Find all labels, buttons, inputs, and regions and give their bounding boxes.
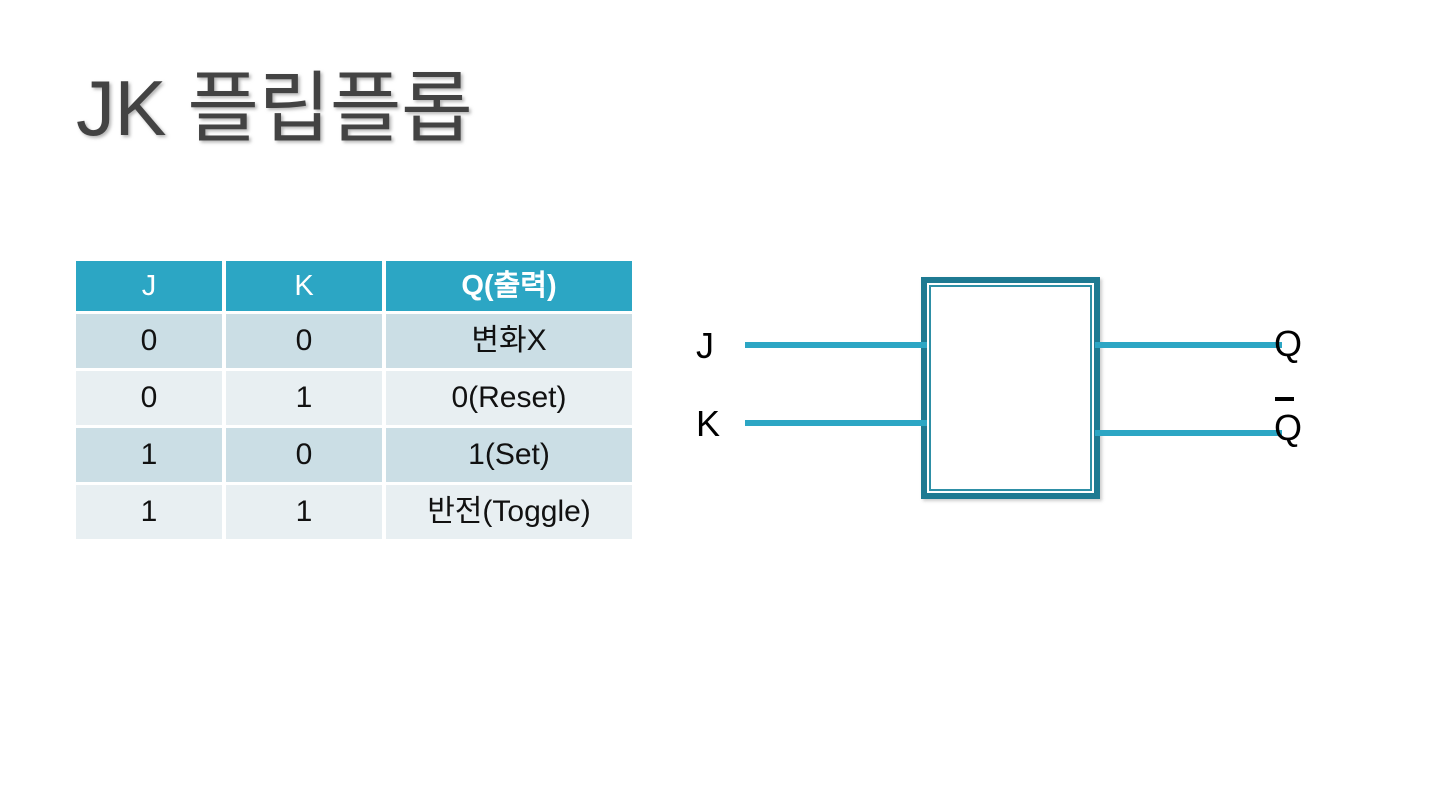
wire-output-q	[1095, 342, 1282, 348]
pin-label-q-bar: Q	[1274, 397, 1303, 448]
cell-k: 0	[226, 428, 382, 482]
overbar-icon	[1275, 397, 1294, 401]
pin-label-k: K	[696, 403, 721, 444]
wire-input-j	[745, 342, 927, 348]
cell-q: 반전(Toggle)	[386, 485, 632, 539]
cell-j: 0	[76, 371, 222, 425]
wire-input-k	[745, 420, 927, 426]
cell-q: 0(Reset)	[386, 371, 632, 425]
pin-label-q-bar-text: Q	[1274, 407, 1303, 448]
table-body: 0 0 변화X 0 1 0(Reset) 1 0 1(Set) 1 1 반전(T…	[76, 314, 632, 539]
pin-label-q: Q	[1274, 323, 1303, 364]
flipflop-block-icon	[921, 277, 1100, 499]
table-row: 0 0 변화X	[76, 314, 632, 368]
jk-truth-table: J K Q(출력) 0 0 변화X 0 1 0(Reset) 1 0 1(Set…	[72, 258, 636, 542]
cell-j: 0	[76, 314, 222, 368]
cell-j: 1	[76, 428, 222, 482]
cell-k: 1	[226, 371, 382, 425]
cell-q: 1(Set)	[386, 428, 632, 482]
cell-j: 1	[76, 485, 222, 539]
column-header-j: J	[76, 261, 222, 311]
pin-label-j: J	[696, 325, 714, 366]
table-row: 1 1 반전(Toggle)	[76, 485, 632, 539]
column-header-k: K	[226, 261, 382, 311]
column-header-q: Q(출력)	[386, 261, 632, 311]
flipflop-block-inner-border	[929, 285, 1092, 491]
table-row: 1 0 1(Set)	[76, 428, 632, 482]
cell-q: 변화X	[386, 314, 632, 368]
wire-output-q-bar	[1095, 430, 1282, 436]
table-header-row: J K Q(출력)	[76, 261, 632, 311]
page-title: JK 플립플롭	[76, 64, 473, 152]
jk-flipflop-diagram: J K Q Q	[680, 250, 1360, 520]
cell-k: 1	[226, 485, 382, 539]
table-row: 0 1 0(Reset)	[76, 371, 632, 425]
cell-k: 0	[226, 314, 382, 368]
table-header: J K Q(출력)	[76, 261, 632, 311]
